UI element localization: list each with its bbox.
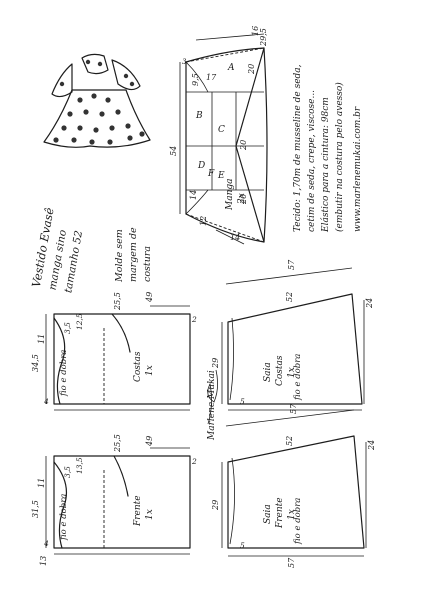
pattern-title: Vestido Evasê manga sino tamanho 52	[29, 206, 85, 294]
back-skirt-qty: 1x	[287, 367, 297, 378]
back-skirt-dim-4: 24	[365, 298, 374, 309]
sleeve-letter-a: A	[227, 63, 235, 73]
back-bodice-dim-5: 3,5	[63, 322, 72, 334]
front-skirt-dim-4: 24	[367, 440, 376, 451]
materials-line-4: (embutir na costura pelo avesso)	[334, 82, 345, 232]
materials-notes: Tecido: 1,70m de musseline de seda, ceti…	[293, 64, 363, 233]
front-bodice-name: Frente	[133, 495, 143, 527]
sleeve-dim-2: 20	[247, 64, 256, 75]
sleeve-dim-6: 20	[239, 140, 248, 151]
front-skirt-dim-3: 29	[211, 500, 220, 511]
sleeve-name: Manga	[225, 178, 235, 211]
sleeve-pattern: A B C D E F 29,5 20 9,5 17 54 20 20 14 1…	[169, 26, 268, 245]
sleeve-dim-12: 3	[182, 58, 187, 66]
sleeve-dim-4: 17	[206, 73, 217, 82]
back-skirt-dim-3: 29	[211, 358, 220, 369]
front-bodice-dim-5: 11	[37, 478, 46, 488]
front-skirt-dim-5: 5	[240, 541, 245, 550]
sleeve-letter-d: D	[197, 161, 205, 171]
back-bodice-dim-2: 25,5	[113, 292, 122, 311]
sleeve-dim-7: 20	[239, 194, 248, 205]
sleeve-letter-b: B	[195, 111, 203, 121]
signature-text: Marlene Mukai	[207, 370, 217, 441]
sleeve-dim-3: 9,5	[191, 73, 200, 86]
front-bodice-dim-2: 25,5	[113, 434, 122, 453]
back-bodice-dim-8: 2	[191, 315, 197, 324]
mold-note-line-3: costura	[142, 246, 153, 282]
front-skirt-dim-1: 57	[289, 403, 298, 414]
mold-note: Molde sem margem de costura	[114, 227, 153, 283]
sleeve-dim-5: 54	[169, 146, 178, 156]
mold-note-line-2: margem de	[128, 227, 139, 282]
sleeve-dim-1: 29,5	[259, 28, 268, 47]
front-bodice-pattern: 49 25,5 31,5 13,5 11 3,5 4 13 2 Frente 1…	[31, 434, 197, 566]
back-bodice-name: Costas	[133, 351, 143, 382]
front-bodice-fold: fio e dobra	[59, 494, 69, 541]
back-bodice-qty: 1x	[145, 365, 155, 376]
mold-note-line-1: Molde sem	[114, 229, 125, 283]
sleeve-letter-c: C	[218, 125, 225, 135]
front-bodice-dim-1: 49	[145, 436, 154, 447]
back-skirt-pattern: 57 52 29 24 5 Saia Costas 1x fio e dobra	[211, 259, 374, 411]
sleeve-letter-f: F	[207, 169, 215, 179]
sleeve-dim-8: 14	[189, 190, 198, 200]
back-bodice-fold: fio e dobra	[59, 350, 69, 397]
back-skirt-dim-2: 52	[285, 292, 294, 302]
back-bodice-dim-3: 12,5	[75, 313, 84, 330]
materials-line-1: Tecido: 1,70m de musseline de seda,	[293, 64, 303, 232]
front-bodice-dim-4: 13,5	[75, 457, 84, 474]
sleeve-dim-9: 12	[199, 216, 208, 226]
sleeve-dim-10: 14	[230, 233, 240, 242]
front-bodice-dim-8: 13	[39, 556, 48, 566]
back-bodice-dim-1: 49	[145, 292, 154, 303]
front-bodice-dim-9: 2	[191, 457, 197, 466]
front-skirt-dim-2: 52	[285, 436, 294, 446]
back-skirt-name: Saia	[263, 362, 273, 382]
back-bodice-dim-6: 34,5	[31, 354, 40, 372]
front-bodice-dim-7: 4	[43, 539, 49, 548]
sleeve-letter-e: E	[217, 171, 225, 181]
back-skirt-dim-5: 5	[240, 397, 245, 406]
back-skirt-dim-1: 57	[287, 259, 296, 270]
website-url: www.marlenemukai.com.br	[353, 106, 363, 232]
back-bodice-dim-4: 11	[37, 334, 46, 344]
sleeve-dim-11: 16	[251, 26, 260, 36]
back-bodice-pattern: 49 25,5 12,5 11 3,5 34,5 4 2 Costas 1x f…	[31, 292, 197, 411]
signature: Marlene Mukai	[207, 369, 218, 441]
front-skirt-dim-6: 57	[287, 557, 296, 568]
materials-line-2: cetim de seda, crepe, viscose...	[307, 90, 317, 232]
front-bodice-qty: 1x	[145, 509, 155, 520]
sleeve-qty: 2x	[237, 193, 247, 205]
front-skirt-name: Saia	[263, 504, 273, 524]
back-bodice-dim-7: 4	[43, 397, 49, 406]
dress-illustration	[43, 53, 151, 148]
front-bodice-dim-6: 3,5	[63, 466, 72, 478]
back-skirt-fold: fio e dobra	[293, 354, 303, 401]
front-skirt-qty: 1x	[287, 509, 297, 520]
back-skirt-sub: Costas	[275, 355, 285, 386]
front-skirt-fold: fio e dobra	[293, 498, 303, 545]
front-skirt-sub: Frente	[275, 497, 285, 529]
front-skirt-pattern: 57 52 29 24 5 57 Saia Frente 1x fio e do…	[211, 403, 376, 568]
front-bodice-dim-3: 31,5	[31, 500, 40, 518]
materials-line-3: Elástico para a cintura: 98cm	[320, 97, 331, 233]
